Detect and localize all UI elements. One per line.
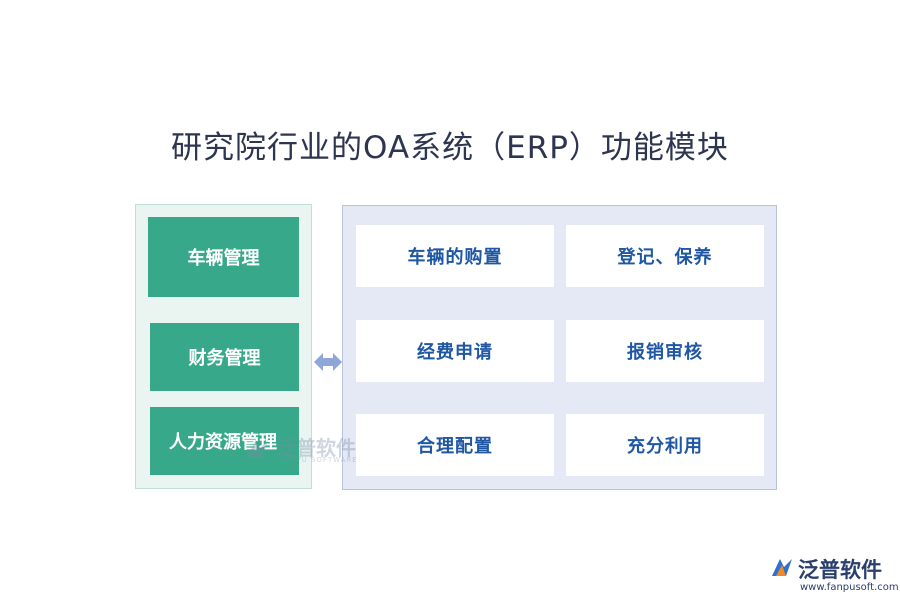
function-registration-maintenance: 登记、保养 — [566, 225, 764, 287]
watermark-name: 泛普软件 — [276, 436, 356, 460]
diagram-title: 研究院行业的OA系统（ERP）功能模块 — [171, 130, 729, 166]
function-rational-allocation: 合理配置 — [356, 414, 554, 476]
function-funding-application: 经费申请 — [356, 320, 554, 382]
module-hr-management: 人力资源管理 — [150, 407, 299, 475]
brand-url: www.fanpusoft.com — [800, 582, 899, 593]
watermark: 泛普软件 FANPU SOFTWARE — [242, 432, 372, 468]
module-finance-management: 财务管理 — [150, 323, 299, 391]
brand-name: 泛普软件 — [798, 558, 882, 582]
module-vehicle-management: 车辆管理 — [148, 217, 299, 297]
double-arrow-icon — [314, 353, 342, 371]
fanpu-logo-icon — [772, 559, 792, 576]
watermark-sub: FANPU SOFTWARE — [280, 456, 358, 464]
brand-logo: 泛普软件 www.fanpusoft.com — [770, 554, 899, 596]
function-reimbursement-review: 报销审核 — [566, 320, 764, 382]
function-vehicle-purchase: 车辆的购置 — [356, 225, 554, 287]
function-full-utilization: 充分利用 — [566, 414, 764, 476]
fanpu-logo-icon — [246, 440, 268, 458]
